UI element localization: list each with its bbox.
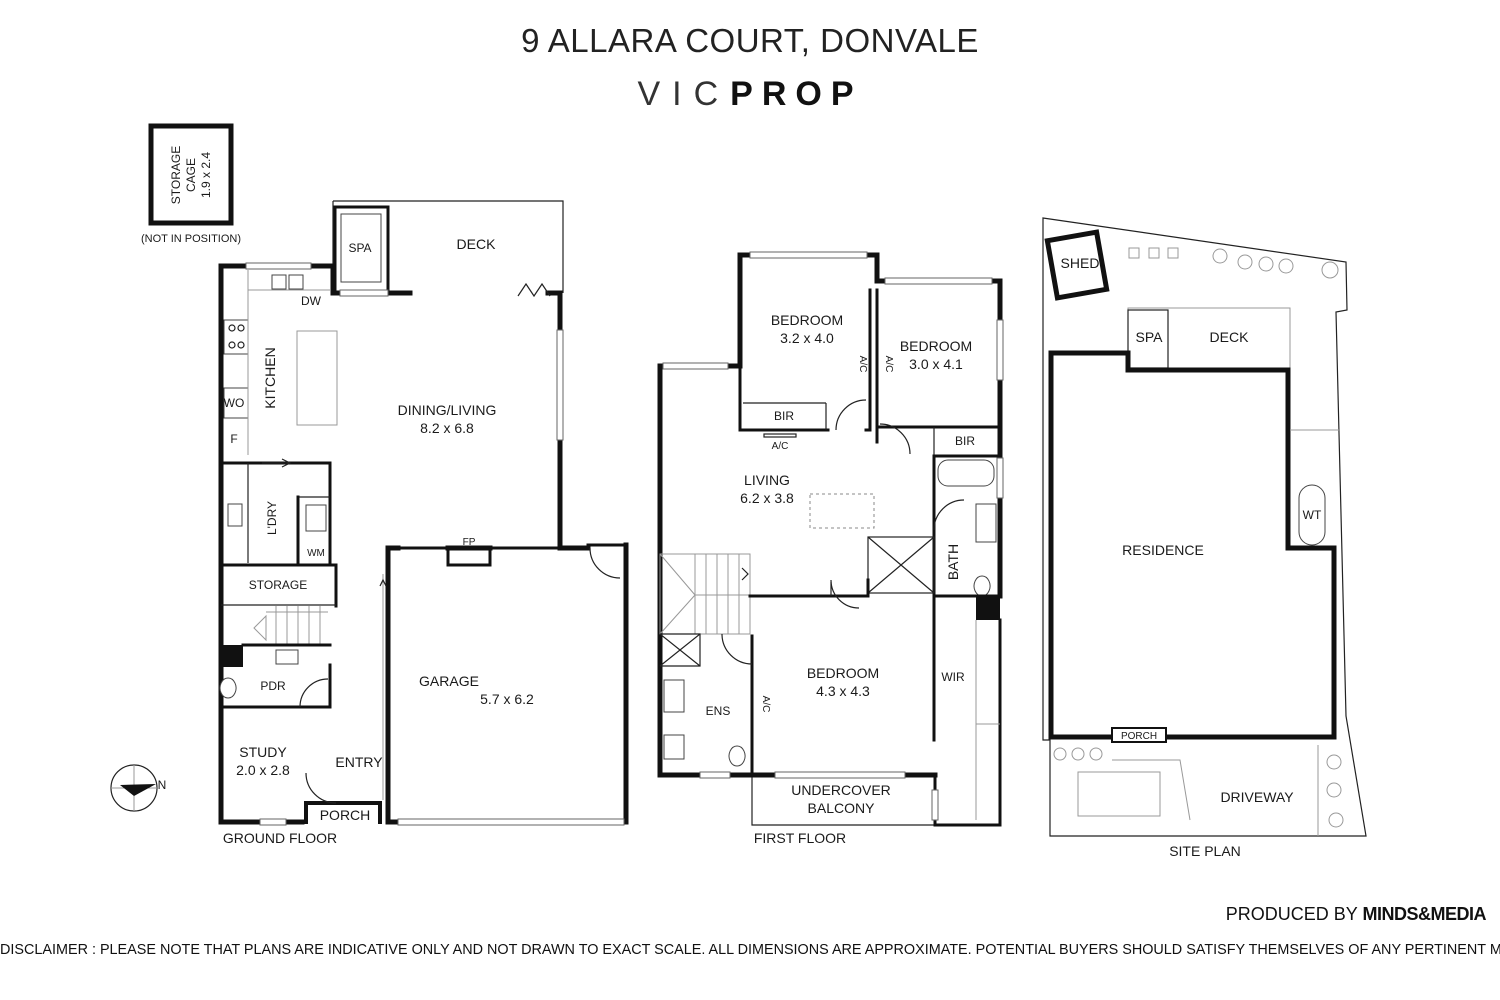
- ff-bedroom1-name: BEDROOM: [771, 312, 843, 328]
- producer-logo: MINDS&MEDIA: [1362, 904, 1487, 924]
- ff-wir-label: WIR: [941, 670, 965, 684]
- ff-bedroom2-bir: BIR: [955, 434, 975, 448]
- brand-bold-text: PROP: [730, 75, 863, 113]
- gf-garage-name: GARAGE: [419, 673, 479, 689]
- site-spa-label: SPA: [1136, 329, 1164, 345]
- ff-balcony-line2: BALCONY: [808, 800, 876, 816]
- site-plan-caption: SITE PLAN: [1169, 843, 1241, 859]
- gf-study-size: 2.0 x 2.8: [236, 762, 290, 778]
- compass-north-label: N: [158, 778, 167, 792]
- site-shed-label: SHED: [1061, 255, 1100, 271]
- brand-light-text: VIC: [637, 75, 731, 113]
- gf-study-name: STUDY: [239, 744, 287, 760]
- produced-by-credit: PRODUCED BY MINDS&MEDIA: [1225, 904, 1487, 925]
- gf-dining-living-name: DINING/LIVING: [398, 402, 497, 418]
- ff-bath-label: BATH: [945, 544, 961, 580]
- storage-cage-label-1: STORAGE: [169, 146, 183, 204]
- gf-laundry-label: L'DRY: [265, 501, 279, 535]
- ground-floor-plan: STORAGE CAGE 1.9 x 2.4 (NOT IN POSITION)…: [110, 123, 629, 846]
- ff-bedroom2-name: BEDROOM: [900, 338, 972, 354]
- site-shed-outline: [1044, 229, 1110, 301]
- ff-living-size: 6.2 x 3.8: [740, 490, 794, 506]
- storage-cage-size: 1.9 x 2.4: [199, 152, 213, 198]
- ff-bedroom1-ac: A/C: [772, 441, 789, 452]
- ff-bedroom1-size: 3.2 x 4.0: [780, 330, 834, 346]
- site-porch-label: PORCH: [1121, 731, 1157, 742]
- property-address: 9 ALLARA COURT, DONVALE: [521, 22, 979, 59]
- site-driveway-label: DRIVEWAY: [1220, 789, 1294, 805]
- produced-by-text: PRODUCED BY: [1225, 904, 1358, 924]
- site-residence-label: RESIDENCE: [1122, 542, 1204, 558]
- ff-bedroom2-ac: A/C: [883, 356, 894, 373]
- gf-fridge-label: F: [230, 432, 237, 446]
- first-floor-plan: BEDROOM 3.2 x 4.0 BIR A/C A/C A/C BEDROO…: [657, 251, 1004, 846]
- first-floor-caption: FIRST FLOOR: [754, 830, 846, 846]
- ff-bedroom3-name: BEDROOM: [807, 665, 879, 681]
- gf-dining-living-size: 8.2 x 6.8: [420, 420, 474, 436]
- ground-floor-caption: GROUND FLOOR: [223, 830, 337, 846]
- gf-porch-label: PORCH: [320, 807, 371, 823]
- gf-wm-label: WM: [307, 548, 325, 559]
- ff-bedroom3-ac: A/C: [760, 696, 771, 713]
- gf-kitchen-label: KITCHEN: [262, 347, 278, 408]
- deck-outline: [333, 200, 564, 293]
- compass-icon: [110, 764, 158, 812]
- gf-fp-label: FP: [463, 537, 476, 548]
- gf-spa-label: SPA: [348, 241, 371, 255]
- ff-bedroom1-bir: BIR: [774, 409, 794, 423]
- gf-garage-size: 5.7 x 6.2: [480, 691, 534, 707]
- ff-ensuite-label: ENS: [706, 704, 731, 718]
- storage-cage-label-2: CAGE: [184, 158, 198, 192]
- site-deck-label: DECK: [1210, 329, 1250, 345]
- ff-balcony-line1: UNDERCOVER: [791, 782, 891, 798]
- gf-dw-label: DW: [301, 294, 322, 308]
- site-plan: SHED SPA DECK RESIDENCE WT PORCH DRIVEWA…: [1042, 217, 1367, 859]
- ff-bedroom2-size: 3.0 x 4.1: [909, 356, 963, 372]
- storage-cage-outline: [148, 123, 234, 226]
- gf-wo-label: WO: [224, 396, 245, 410]
- gf-entry-label: ENTRY: [335, 754, 383, 770]
- agency-logo: VICPROP: [0, 75, 1500, 114]
- ff-bedroom3-size: 4.3 x 4.3: [816, 683, 870, 699]
- gf-storage-label: STORAGE: [249, 578, 307, 592]
- site-boundary: [1042, 217, 1367, 837]
- ff-hall-ac: A/C: [857, 356, 868, 373]
- storage-cage-note: (NOT IN POSITION): [141, 233, 241, 245]
- site-wt-label: WT: [1303, 508, 1322, 522]
- gf-pdr-label: PDR: [260, 679, 286, 693]
- gf-deck-label: DECK: [457, 236, 497, 252]
- ff-living-name: LIVING: [744, 472, 790, 488]
- disclaimer-text: DISCLAIMER : PLEASE NOTE THAT PLANS ARE …: [0, 942, 1500, 958]
